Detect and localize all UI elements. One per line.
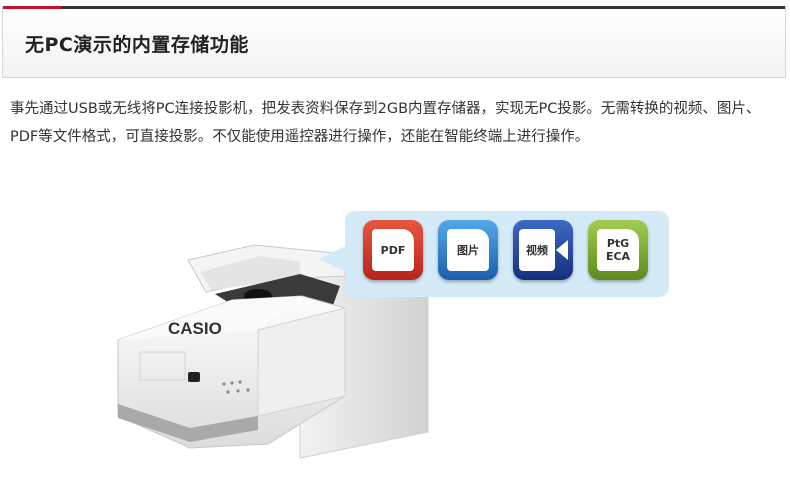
ptg-eca-icon-label: PtG ECA [597, 229, 639, 271]
section-title: 无PC演示的内置存储功能 [25, 34, 249, 56]
pdf-icon-label: PDF [372, 229, 414, 271]
header-accent-bar [3, 6, 61, 9]
image-icon-label: 图片 [447, 229, 489, 271]
projector-image: CASIO [117, 244, 429, 459]
brand-logo: CASIO [168, 319, 222, 338]
ptg-eca-icon: PtG ECA [588, 220, 648, 280]
video-icon: 视频 [513, 220, 573, 280]
camera-icon [556, 240, 568, 260]
projector-illustration: CASIO PDF 图片 视频 PtG ECA [0, 190, 790, 482]
pdf-icon: PDF [363, 220, 423, 280]
header-top-border [3, 6, 785, 9]
format-bubble: PDF 图片 视频 PtG ECA [345, 211, 669, 297]
image-icon: 图片 [438, 220, 498, 280]
feature-description: 事先通过USB或无线将PC连接投影机，把发表资料保存到2GB内置存储器，实现无P… [10, 101, 761, 145]
video-icon-label: 视频 [519, 229, 555, 271]
section-header: 无PC演示的内置存储功能 [2, 6, 786, 78]
bubble-tail [318, 245, 348, 273]
